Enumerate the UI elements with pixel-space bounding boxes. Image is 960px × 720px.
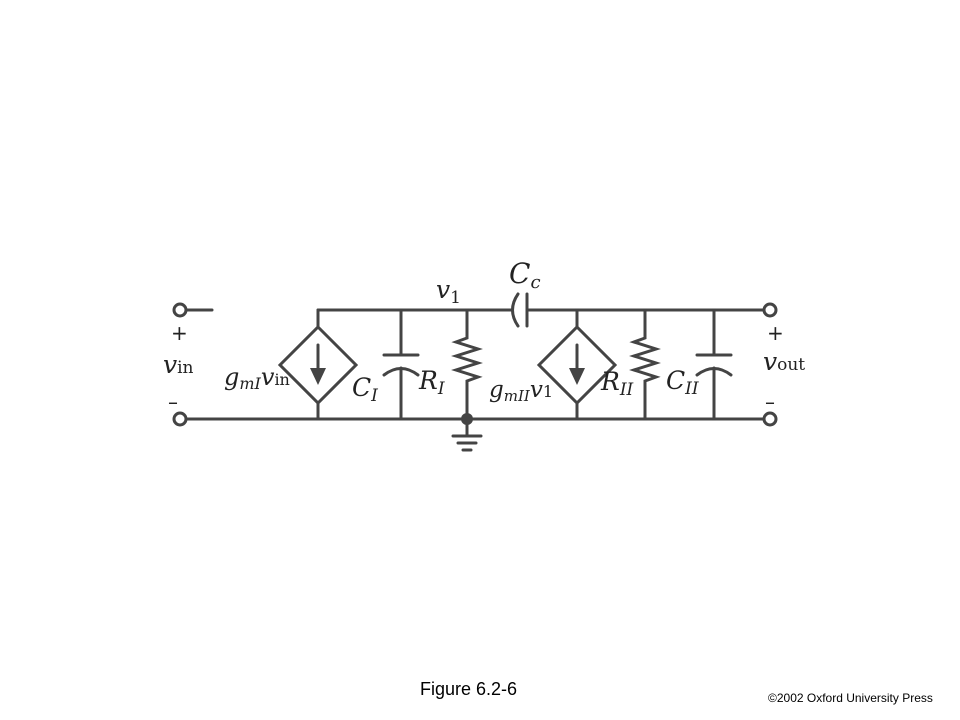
capacitor-ci <box>382 308 420 421</box>
down-arrow-icon <box>569 368 585 385</box>
copyright-notice: ©2002 Oxford University Press <box>768 691 933 705</box>
cii-label: CII <box>666 366 699 399</box>
cc-label: Cc <box>509 257 541 293</box>
rii-label: RII <box>600 367 634 400</box>
capacitor-cc <box>511 292 529 328</box>
ci-label: CI <box>352 373 378 406</box>
ri-label: RI <box>418 366 445 399</box>
gm1-label: gmIvin <box>224 363 290 393</box>
resistor-ri <box>451 308 483 421</box>
vout-plus-terminal <box>762 302 778 318</box>
figure-caption: Figure 6.2-6 <box>420 679 518 699</box>
vin-plus-sign: + <box>171 321 188 345</box>
down-arrow-icon <box>310 368 326 385</box>
dependent-current-source-1 <box>277 308 359 421</box>
vout-plus-sign: + <box>767 321 784 345</box>
vout-minus-terminal <box>762 411 778 427</box>
vin-plus-terminal <box>172 302 188 318</box>
terminals <box>172 302 778 427</box>
vin-label: vin <box>163 350 194 379</box>
node-v1-label: v1 <box>436 275 461 308</box>
resistor-rii <box>629 308 661 421</box>
vin-minus-terminal <box>172 411 188 427</box>
vout-minus-sign: – <box>765 390 775 414</box>
vin-minus-sign: – <box>168 390 178 414</box>
vout-label: vout <box>763 347 805 376</box>
gm2-label: gmIIv1 <box>489 377 553 405</box>
dependent-current-source-2 <box>536 308 618 421</box>
capacitor-cii <box>695 308 733 421</box>
